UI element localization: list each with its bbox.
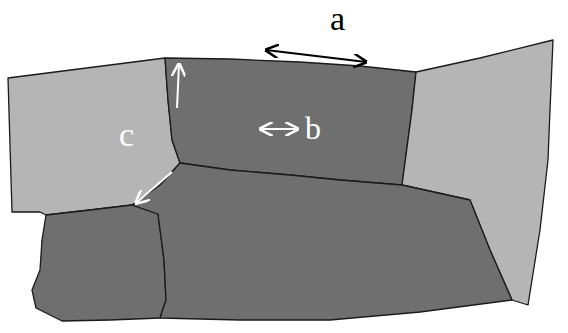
axis-label: c (119, 118, 134, 152)
grain-bottom-left (32, 205, 166, 321)
axis-label: a (330, 2, 345, 36)
arrow-c-up (177, 64, 179, 108)
arrow-c-diagonal (136, 172, 172, 203)
axis-label: b (305, 112, 321, 144)
arrow-a (266, 50, 366, 62)
grain-bottom-middle (132, 163, 512, 320)
arrow-b (260, 128, 298, 130)
